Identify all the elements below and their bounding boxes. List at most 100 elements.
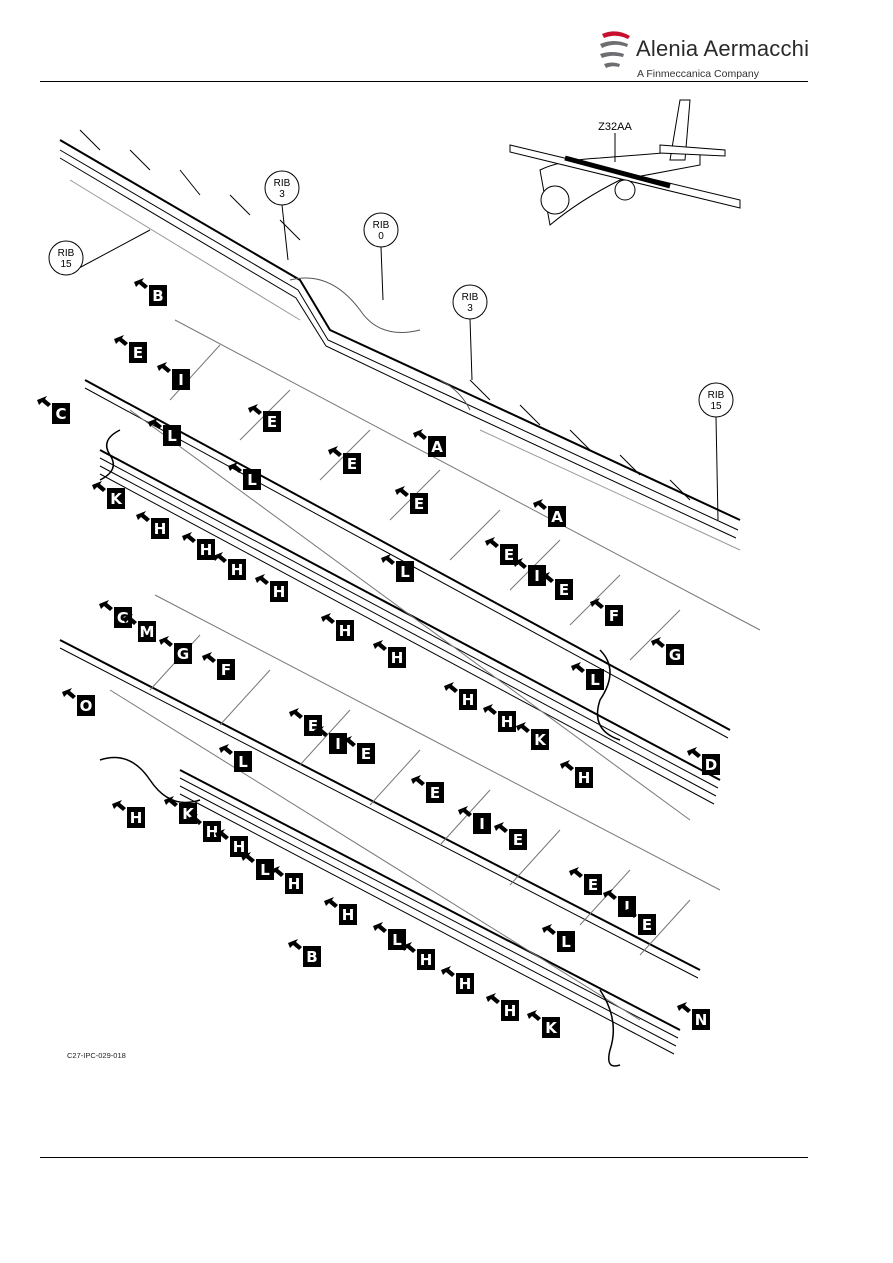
arrow-icon: [513, 558, 527, 569]
svg-text:E: E: [267, 413, 277, 431]
arrow-icon: [486, 993, 500, 1004]
view-letter: E: [584, 874, 602, 895]
arrow-icon: [112, 800, 126, 811]
arrow-icon: [148, 418, 162, 429]
arrow-icon: [213, 552, 227, 563]
svg-text:N: N: [695, 1011, 708, 1029]
view-letter: H: [151, 518, 169, 539]
view-letter: H: [197, 539, 215, 560]
svg-text:H: H: [459, 975, 472, 993]
arrow-icon: [527, 1010, 541, 1021]
arrow-icon: [202, 652, 216, 663]
brand-tagline: A Finmeccanica Company: [637, 68, 759, 80]
overview-wing: [59, 129, 741, 551]
view-letter: C: [52, 403, 70, 424]
svg-text:E: E: [347, 455, 357, 473]
arrow-icon: [92, 481, 106, 492]
view-letter: I: [473, 813, 491, 834]
svg-text:E: E: [504, 546, 514, 564]
svg-text:E: E: [559, 581, 569, 599]
rib-label: RIB: [708, 390, 725, 401]
arrow-icon: [590, 598, 604, 609]
view-letter: B: [149, 285, 167, 306]
arrow-icon: [458, 806, 472, 817]
view-letter: H: [459, 689, 477, 710]
svg-text:E: E: [414, 495, 424, 513]
rib-bubble: [363, 212, 399, 248]
arrow-icon: [571, 662, 585, 673]
svg-text:I: I: [479, 815, 485, 833]
view-letter: M: [138, 621, 156, 642]
view-letter: H: [203, 821, 221, 842]
svg-text:B: B: [306, 948, 317, 966]
view-letter: L: [388, 929, 406, 950]
view-letter: H: [501, 1000, 519, 1021]
arrow-icon: [444, 682, 458, 693]
view-letter: F: [217, 659, 235, 680]
arrow-icon: [542, 924, 556, 935]
svg-text:H: H: [342, 906, 355, 924]
svg-text:L: L: [400, 563, 410, 581]
view-letter: N: [692, 1009, 710, 1030]
rib-leader-line: [281, 204, 289, 261]
svg-text:H: H: [206, 823, 219, 841]
svg-text:H: H: [200, 541, 213, 559]
arrow-icon: [215, 829, 229, 840]
brand-name: Alenia Aermacchi: [636, 36, 810, 61]
rib-bubble: [264, 170, 300, 206]
svg-text:H: H: [391, 649, 404, 667]
rib-leader-line: [380, 246, 384, 301]
svg-text:K: K: [110, 490, 123, 508]
svg-text:L: L: [167, 427, 177, 445]
view-letter: H: [336, 620, 354, 641]
figure-code: C27-IPC-029-018: [67, 1051, 126, 1060]
svg-text:H: H: [288, 875, 301, 893]
svg-text:H: H: [420, 951, 433, 969]
view-letter: E: [410, 493, 428, 514]
arrow-icon: [164, 796, 178, 807]
svg-text:E: E: [588, 876, 598, 894]
view-letter: K: [107, 488, 125, 509]
view-letter: H: [228, 559, 246, 580]
view-b-section: [59, 594, 721, 1067]
svg-text:H: H: [501, 713, 514, 731]
arrow-icon: [136, 511, 150, 522]
rib-label: 15: [60, 259, 72, 270]
svg-text:H: H: [462, 691, 475, 709]
view-letter: E: [555, 579, 573, 600]
arrow-icon: [402, 942, 416, 953]
view-letter: G: [666, 644, 684, 665]
rib-bubble: [48, 240, 84, 276]
arrow-icon: [373, 922, 387, 933]
view-letter: E: [357, 743, 375, 764]
svg-text:K: K: [534, 731, 547, 749]
svg-text:H: H: [231, 561, 244, 579]
view-letter: O: [77, 695, 95, 716]
arrow-icon: [228, 462, 242, 473]
arrow-icon: [321, 613, 335, 624]
view-letter: H: [388, 647, 406, 668]
view-letter: H: [498, 711, 516, 732]
svg-text:L: L: [260, 861, 270, 879]
arrow-icon: [62, 688, 76, 699]
arrow-icon: [623, 907, 637, 918]
arrow-icon: [413, 429, 427, 440]
svg-text:H: H: [578, 769, 591, 787]
svg-text:H: H: [154, 520, 167, 538]
rib-label: 3: [467, 303, 473, 314]
arrow-icon: [248, 404, 262, 415]
svg-text:F: F: [609, 607, 619, 625]
arrow-icon: [494, 822, 508, 833]
arrow-icon: [533, 499, 547, 510]
arrow-icon: [314, 726, 328, 737]
footer-rule: [40, 1157, 808, 1158]
view-letter: H: [230, 836, 248, 857]
arrow-icon: [516, 722, 530, 733]
arrow-icon: [270, 866, 284, 877]
rib-label: RIB: [58, 248, 75, 259]
